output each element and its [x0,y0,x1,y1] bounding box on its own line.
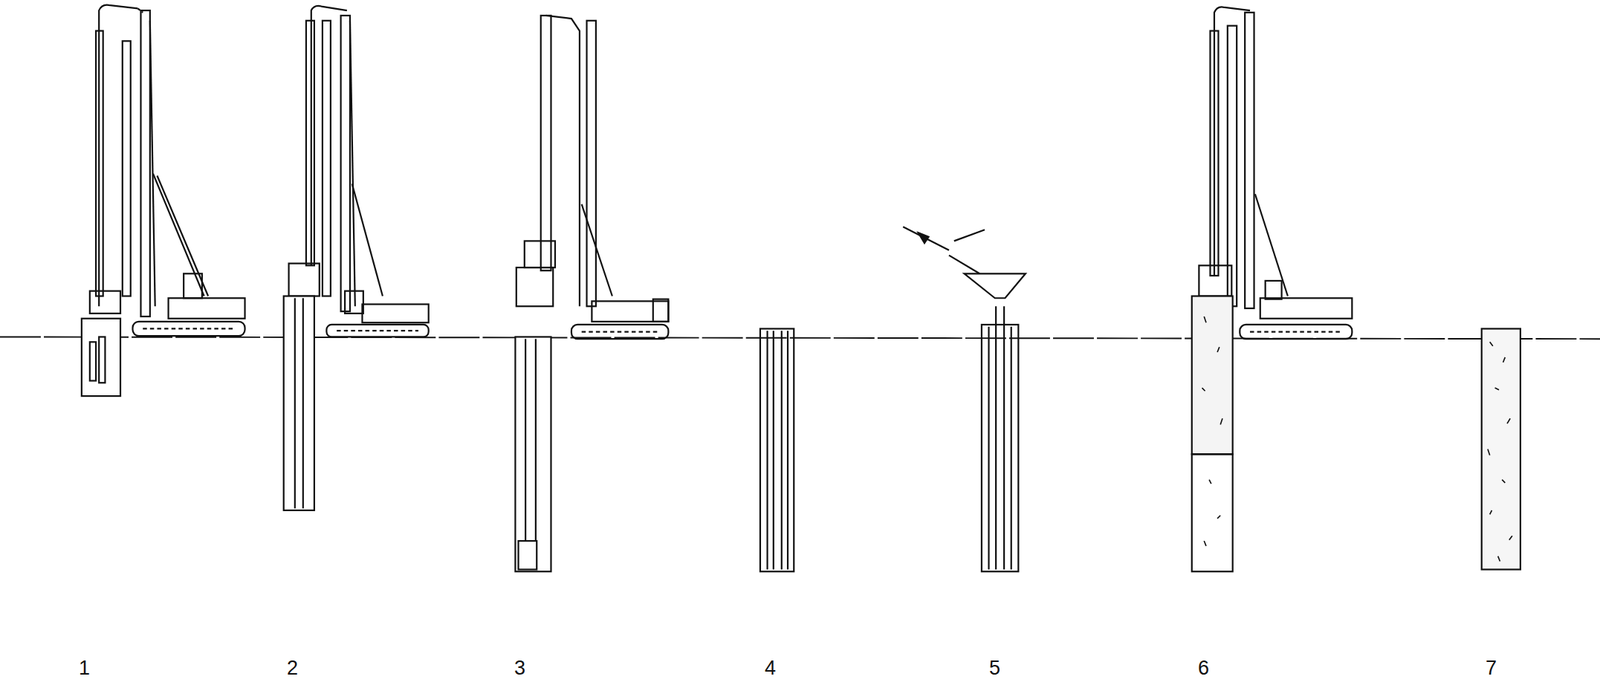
callout-number: 6 [1197,658,1210,679]
rig-stage-6 [1192,6,1353,572]
callout-number: 7 [1485,658,1497,679]
rig-stage-3 [515,15,669,572]
rig-stage-2 [283,5,429,511]
callout-number: 1 [78,658,90,679]
rig-stage-1 [81,5,246,397]
callout-number: 3 [514,658,526,679]
concreting-stage-5 [902,226,1026,572]
cased-bore-stage-4 [760,328,794,572]
finished-pile-stage-7 [1481,328,1521,570]
callout-number: 5 [989,658,1001,679]
callout-number: 2 [286,658,299,679]
callout-number: 4 [764,658,776,679]
